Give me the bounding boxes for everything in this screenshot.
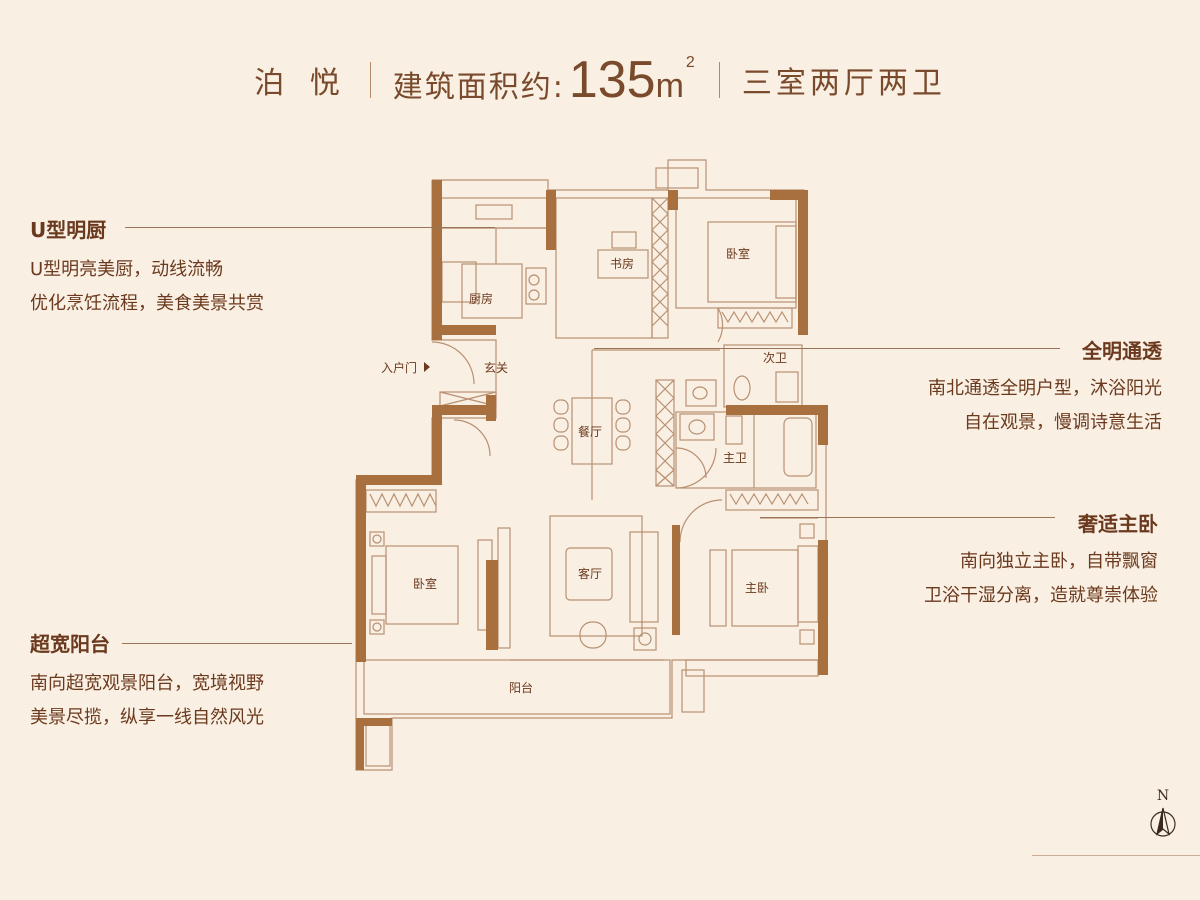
- leader-transparent: [594, 348, 1060, 349]
- room-label-foyer: 玄关: [484, 360, 508, 375]
- leader-master: [760, 517, 1055, 518]
- project-name: 泊 悦: [254, 66, 348, 101]
- area-value: 135: [568, 51, 656, 109]
- entry-arrow-icon: [424, 362, 430, 372]
- room-label-bedroom-north: 卧室: [726, 246, 750, 261]
- feature-kitchen-title: U型明厨: [30, 218, 107, 242]
- north-compass: N: [1145, 788, 1181, 848]
- room-label-balcony: 阳台: [509, 680, 533, 695]
- feature-balcony: 超宽阳台 南向超宽观景阳台，宽境视野 美景尽揽，纵享一线自然风光: [30, 628, 264, 735]
- room-label-entry-door: 入户门: [381, 360, 417, 375]
- feature-master-line: 南向独立主卧，自带飘窗: [960, 551, 1158, 572]
- feature-transparent-line: 自在观景，慢调诗意生活: [964, 412, 1162, 433]
- area-info: 建筑面积约: 135 m 2: [393, 50, 697, 110]
- room-label-kitchen: 厨房: [469, 291, 493, 306]
- feature-kitchen-line: U型明亮美厨，动线流畅: [30, 259, 224, 280]
- feature-balcony-line: 南向超宽观景阳台，宽境视野: [30, 673, 264, 694]
- plan-header: 泊 悦 建筑面积约: 135 m 2 三室两厅两卫: [0, 50, 1200, 110]
- room-label-dining: 餐厅: [578, 424, 602, 439]
- room-label-study: 书房: [610, 256, 634, 271]
- header-divider: [369, 62, 371, 98]
- feature-kitchen: U型明厨 U型明亮美厨，动线流畅 优化烹饪流程，美食美景共赏: [30, 214, 264, 321]
- compass-arrow-icon: [1150, 807, 1176, 837]
- area-unit-superscript: 2: [685, 54, 697, 71]
- leader-balcony: [122, 643, 352, 644]
- header-divider: [718, 62, 720, 98]
- feature-transparent-line: 南北通透全明户型，沐浴阳光: [928, 378, 1162, 399]
- feature-transparent-title: 全明通透: [1082, 339, 1162, 363]
- room-label-second-bath: 次卫: [763, 351, 787, 365]
- feature-master: 奢适主卧 南向独立主卧，自带飘窗 卫浴干湿分离，造就尊崇体验: [924, 508, 1158, 613]
- layout-type: 三室两厅两卫: [741, 66, 946, 101]
- area-unit: m: [655, 67, 686, 105]
- room-label-master-bath: 主卫: [723, 451, 747, 465]
- compass-north-label: N: [1156, 788, 1170, 804]
- feature-master-line: 卫浴干湿分离，造就尊崇体验: [924, 585, 1158, 606]
- bottom-rule: [1032, 855, 1200, 856]
- feature-master-title: 奢适主卧: [1078, 512, 1158, 536]
- feature-balcony-line: 美景尽揽，纵享一线自然风光: [30, 707, 264, 728]
- feature-kitchen-line: 优化烹饪流程，美食美景共赏: [30, 293, 264, 314]
- room-label-master-bedroom: 主卧: [745, 581, 769, 595]
- area-prefix: 建筑面积约:: [392, 70, 565, 105]
- room-label-living: 客厅: [578, 566, 602, 581]
- feature-transparent: 全明通透 南北通透全明户型，沐浴阳光 自在观景，慢调诗意生活: [928, 335, 1162, 440]
- room-label-bedroom-south: 卧室: [413, 576, 437, 591]
- leader-kitchen: [125, 227, 495, 228]
- feature-balcony-title: 超宽阳台: [30, 632, 110, 656]
